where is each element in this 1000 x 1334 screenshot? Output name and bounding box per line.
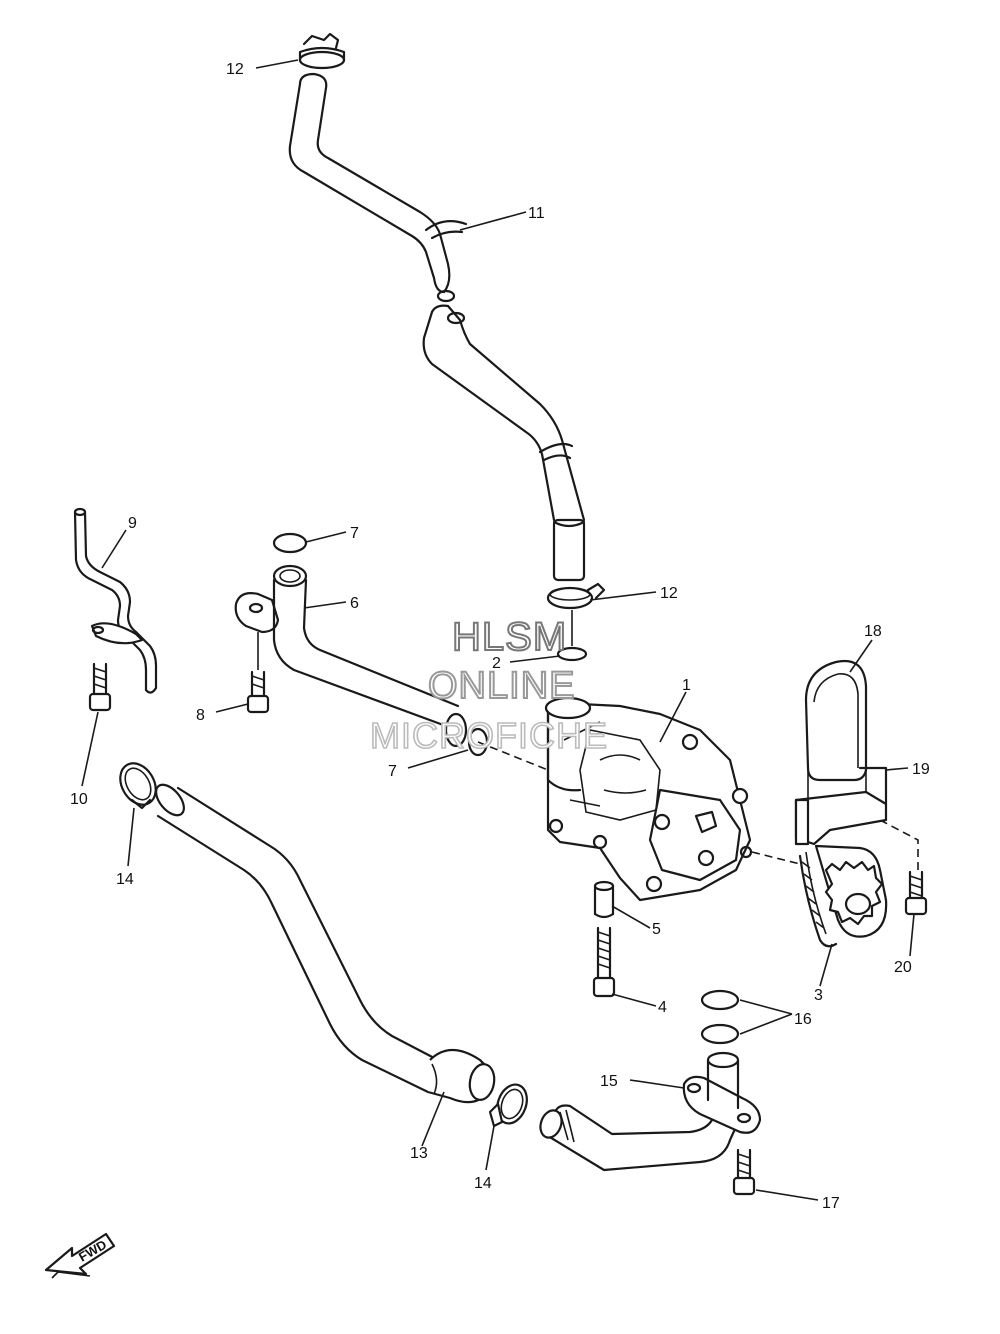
callout-3: 3 — [814, 987, 823, 1004]
part-14-hose-clamp-lower — [488, 1083, 528, 1128]
part-19-bracket — [794, 766, 888, 846]
assembly-line-3 — [751, 851, 801, 865]
callout-6: 6 — [350, 595, 359, 612]
callout-17: 17 — [822, 1195, 840, 1212]
part-1-oil-pump — [544, 696, 753, 902]
leader-lines — [81, 59, 915, 1201]
part-5-dowel-pin — [593, 880, 615, 919]
part-11-upper-hose — [288, 72, 586, 582]
callout-9: 9 — [128, 515, 137, 532]
callout-11: 11 — [528, 205, 545, 222]
watermark-line-2: ONLINE — [428, 665, 575, 707]
callout-12-top: 12 — [226, 61, 244, 78]
part-15-oil-pipe — [539, 1051, 762, 1172]
callout-2: 2 — [492, 655, 501, 672]
part-6-oil-pipe — [234, 564, 468, 748]
callout-14-lower: 14 — [474, 1175, 492, 1192]
callout-12-lower: 12 — [660, 585, 678, 602]
part-3-sprocket — [798, 844, 888, 948]
callout-1: 1 — [682, 677, 691, 694]
callout-10: 10 — [70, 791, 88, 808]
part-14-hose-clamp-left — [119, 762, 157, 810]
callout-13: 13 — [410, 1145, 428, 1162]
part-16-o-ring-lower — [700, 1023, 740, 1045]
callout-5: 5 — [652, 921, 661, 938]
callout-7-lower: 7 — [388, 763, 397, 780]
callout-18: 18 — [864, 623, 882, 640]
part-2-o-ring — [556, 646, 588, 662]
callout-16: 16 — [794, 1011, 812, 1028]
part-16-o-ring-upper — [700, 989, 740, 1011]
callout-14-left: 14 — [116, 871, 134, 888]
watermark-line-3: MICROFICHE — [370, 715, 608, 756]
watermark-line-1: HLSM — [452, 615, 567, 659]
callout-20: 20 — [894, 959, 912, 976]
part-12-hose-clamp-lower — [546, 582, 606, 610]
part-20-bolt — [904, 870, 928, 916]
part-8-bolt — [246, 670, 270, 714]
watermark: HLSM ONLINE MICROFICHE — [369, 614, 608, 757]
callout-8: 8 — [196, 707, 205, 724]
part-17-bolt — [732, 1148, 756, 1196]
part-13-lower-hose — [155, 783, 496, 1104]
part-12-hose-clamp-top — [298, 32, 346, 70]
part-7-o-ring-upper — [272, 532, 308, 554]
callout-7-upper: 7 — [350, 525, 359, 542]
part-9-pipe — [73, 507, 158, 694]
callout-4: 4 — [658, 999, 667, 1016]
part-10-bolt — [88, 662, 112, 712]
fwd-arrow-icon: FWD — [44, 1232, 116, 1279]
callout-labels: 12 11 12 9 7 6 2 8 10 7 1 18 19 14 5 20 … — [70, 61, 930, 1212]
callout-19: 19 — [912, 761, 930, 778]
callout-15: 15 — [600, 1073, 618, 1090]
part-18-chain-guide — [804, 659, 868, 800]
assembly-line-20 — [879, 819, 919, 872]
part-4-bolt — [592, 926, 616, 998]
